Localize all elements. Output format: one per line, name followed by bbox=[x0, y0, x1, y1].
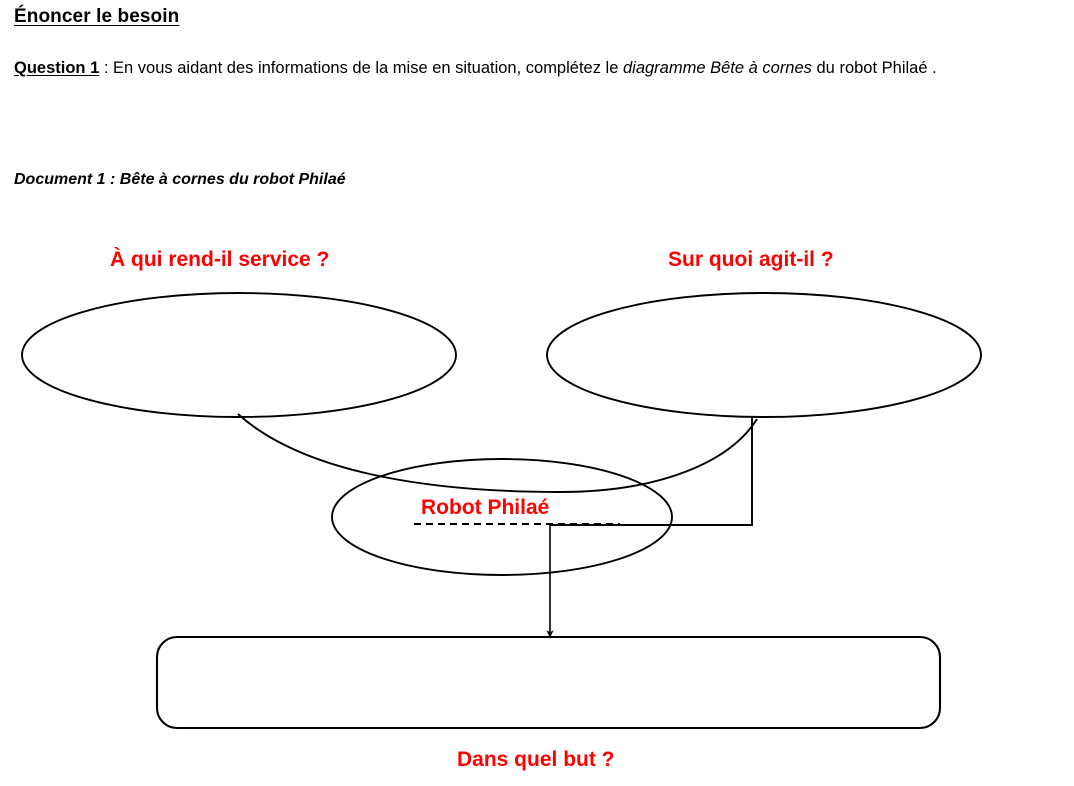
question-body-part2: du robot Philaé . bbox=[811, 59, 937, 77]
ellipse-to-whom[interactable] bbox=[21, 292, 457, 418]
question-body-italic: diagramme Bête à cornes bbox=[622, 59, 812, 77]
right-connector-elbow bbox=[550, 418, 753, 526]
page-title: Énoncer le besoin bbox=[14, 6, 180, 27]
box-purpose[interactable] bbox=[155, 635, 942, 730]
label-on-what: Sur quoi agit-il ? bbox=[668, 248, 834, 271]
ellipse-on-what[interactable] bbox=[546, 292, 982, 418]
label-to-whom: À qui rend-il service ? bbox=[110, 248, 330, 271]
question-paragraph: Question 1 : En vous aidant des informat… bbox=[14, 51, 1060, 85]
left-connector-curve bbox=[237, 413, 758, 493]
question-body-part1: En vous aidant des informations de la mi… bbox=[113, 59, 623, 77]
question-label: Question 1 bbox=[14, 59, 100, 77]
question-separator: : bbox=[99, 59, 114, 77]
document-text-block: Énoncer le besoin Question 1 : En vous a… bbox=[14, 0, 1060, 188]
label-subject: Robot Philaé bbox=[421, 496, 550, 519]
document-caption: Document 1 : Bête à cornes du robot Phil… bbox=[14, 171, 346, 188]
label-purpose: Dans quel but ? bbox=[457, 748, 615, 771]
